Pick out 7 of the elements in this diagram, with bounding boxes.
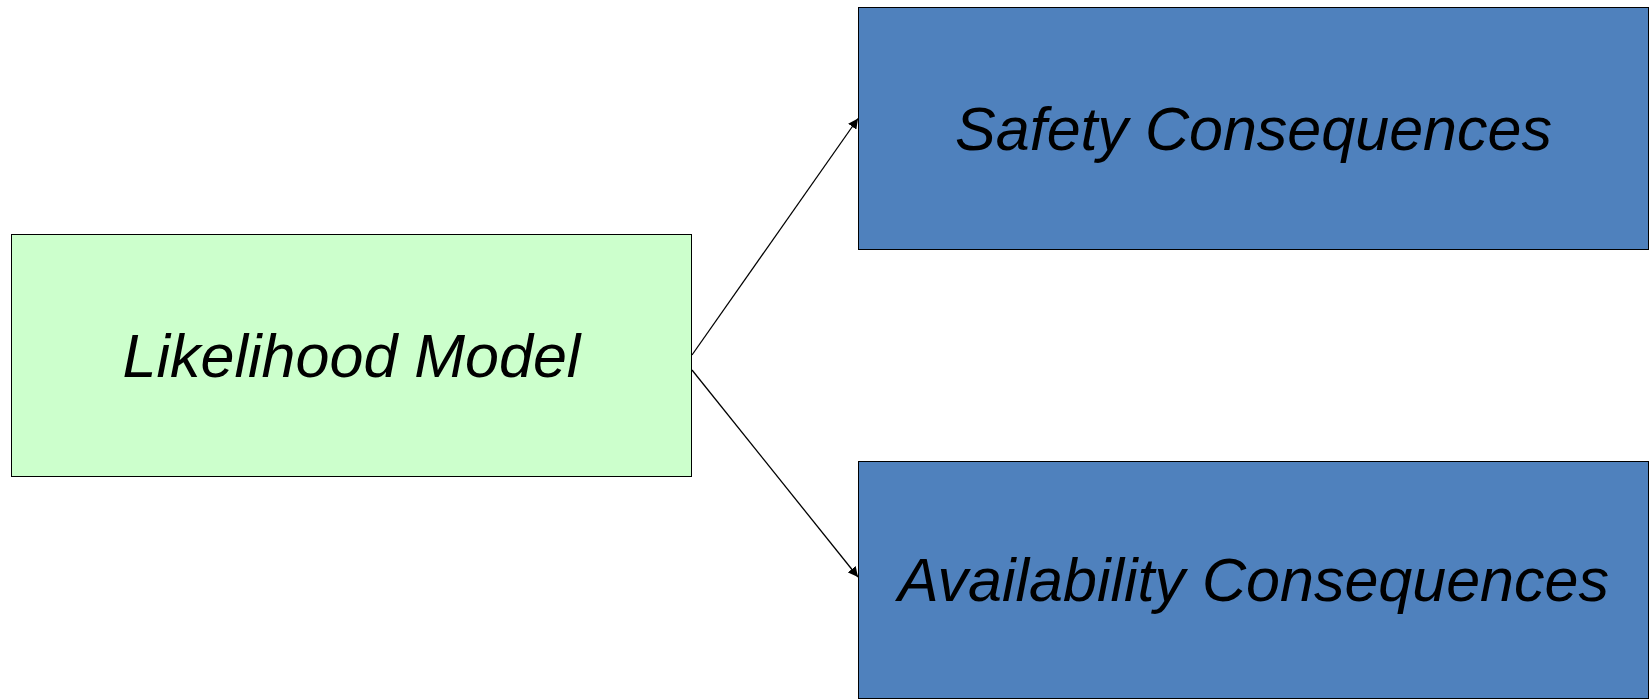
process-box xyxy=(858,461,1649,699)
arrow xyxy=(691,369,859,578)
box-label: Safety Consequences xyxy=(955,93,1552,164)
arrow xyxy=(691,117,859,356)
box-label: Likelihood Model xyxy=(122,320,581,391)
process-box xyxy=(11,234,692,477)
process-box xyxy=(858,7,1649,250)
